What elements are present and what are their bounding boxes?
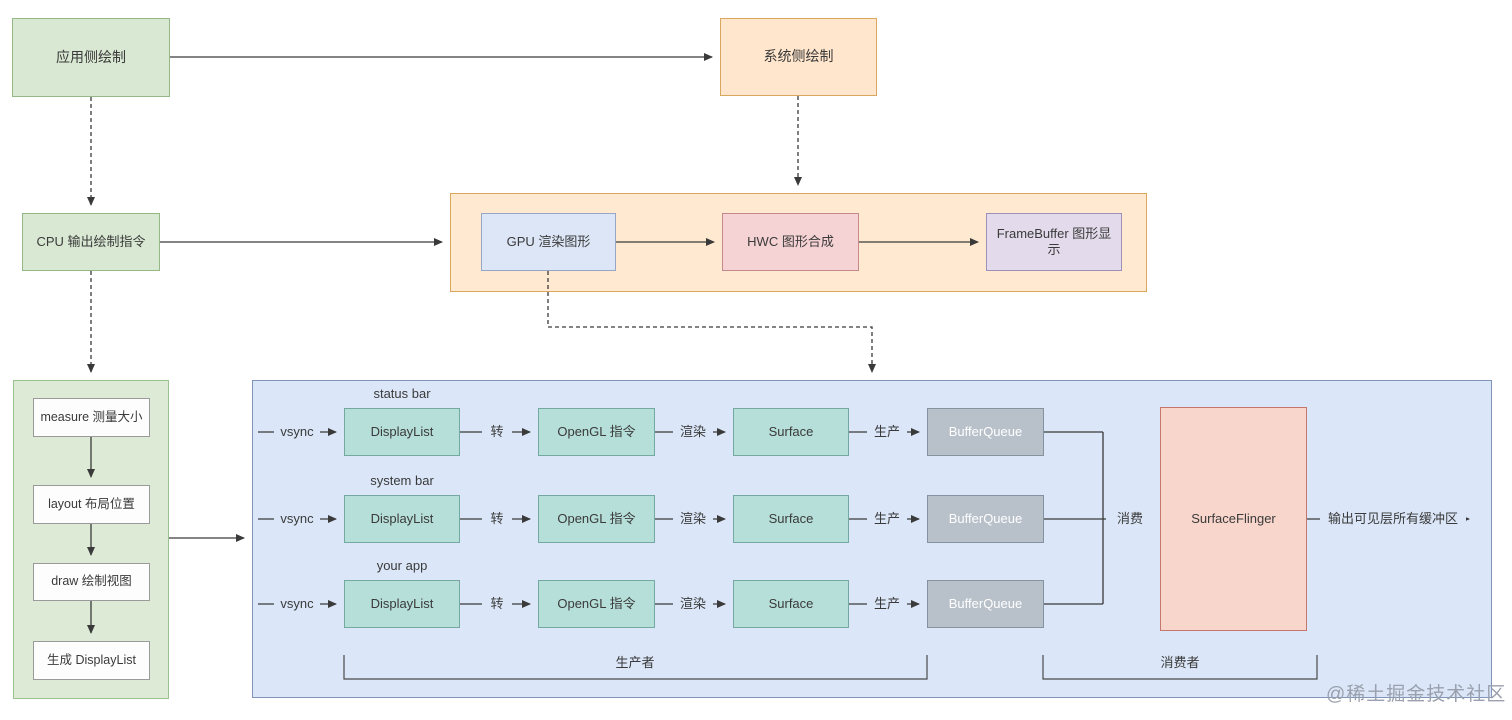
layout-step-node: layout 布局位置 [33, 485, 150, 524]
surface-node-row2: Surface [733, 495, 849, 543]
producer-group-label: 生产者 [575, 654, 695, 672]
edge-label-produce-row1: 生产 [867, 423, 907, 441]
generate-displaylist-node: 生成 DisplayList [33, 641, 150, 680]
edge-label-vsync-row3: vsync [274, 595, 320, 613]
edge-label-vsync-row1: vsync [274, 423, 320, 441]
gpu-render-node: GPU 渲染图形 [481, 213, 616, 271]
watermark-text: @稀土掘金技术社区 [1326, 684, 1507, 705]
app-side-draw-node: 应用侧绘制 [12, 18, 170, 97]
draw-step-node: draw 绘制视图 [33, 563, 150, 601]
edge-label-produce-row3: 生产 [867, 595, 907, 613]
row-title-system-bar: system bar [370, 473, 434, 488]
edge-label-consume: 消费 [1106, 510, 1154, 528]
edge-label-render-row2: 渲染 [673, 510, 713, 528]
displaylist-node-row1: DisplayList [344, 408, 460, 456]
opengl-node-row1: OpenGL 指令 [538, 408, 655, 456]
system-side-draw-node: 系统侧绘制 [720, 18, 877, 96]
edge-label-convert-row3: 转 [482, 595, 512, 613]
edge-label-produce-row2: 生产 [867, 510, 907, 528]
displaylist-node-row2: DisplayList [344, 495, 460, 543]
row-title-status-bar: status bar [373, 386, 431, 401]
opengl-node-row3: OpenGL 指令 [538, 580, 655, 628]
bufferqueue-node-row1: BufferQueue [927, 408, 1044, 456]
edge-label-convert-row1: 转 [482, 423, 512, 441]
surfaceflinger-node: SurfaceFlinger [1160, 407, 1307, 631]
bufferqueue-node-row3: BufferQueue [927, 580, 1044, 628]
edge-label-output: 输出可见层所有缓冲区 [1320, 510, 1466, 528]
surface-node-row1: Surface [733, 408, 849, 456]
edge-label-render-row1: 渲染 [673, 423, 713, 441]
edge-label-convert-row2: 转 [482, 510, 512, 528]
bufferqueue-node-row2: BufferQueue [927, 495, 1044, 543]
framebuffer-display-node: FrameBuffer 图形显示 [986, 213, 1122, 271]
row-title-your-app: your app [376, 558, 428, 573]
surface-node-row3: Surface [733, 580, 849, 628]
cpu-command-node: CPU 输出绘制指令 [22, 213, 160, 271]
consumer-group-label: 消费者 [1120, 654, 1240, 672]
opengl-node-row2: OpenGL 指令 [538, 495, 655, 543]
measure-step-node: measure 测量大小 [33, 398, 150, 437]
hwc-compose-node: HWC 图形合成 [722, 213, 859, 271]
edge-label-render-row3: 渲染 [673, 595, 713, 613]
displaylist-node-row3: DisplayList [344, 580, 460, 628]
edge-label-vsync-row2: vsync [274, 510, 320, 528]
